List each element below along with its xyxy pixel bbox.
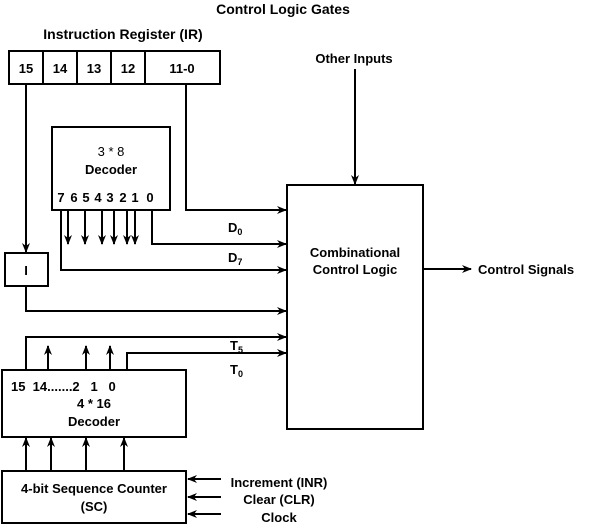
decoder-4x16-subtitle: Decoder bbox=[68, 414, 120, 429]
decoder-3x8-output-6: 6 bbox=[70, 190, 77, 205]
combinational-logic-box bbox=[286, 184, 424, 430]
i-output-wire bbox=[25, 286, 287, 315]
t5-wire bbox=[25, 333, 287, 370]
sc-input-clr: Clear (CLR) bbox=[243, 492, 315, 507]
decoder-3x8-output-3: 3 bbox=[106, 190, 113, 205]
combinational-line2: Control Logic bbox=[313, 262, 398, 277]
combinational-line1: Combinational bbox=[310, 245, 400, 260]
decoder-4x16-title: 4 * 16 bbox=[77, 396, 111, 411]
decoder-3x8-box bbox=[51, 126, 171, 211]
control-signals-label: Control Signals bbox=[478, 262, 574, 277]
sequence-counter-box bbox=[1, 470, 187, 524]
decoder-4x16-outputs: 15 14.......2 1 0 bbox=[11, 379, 116, 394]
decoder-3x8-output-5: 5 bbox=[82, 190, 89, 205]
decoder-3x8-output-7: 7 bbox=[57, 190, 64, 205]
other-inputs-label: Other Inputs bbox=[315, 51, 392, 66]
t0-label: T0 bbox=[230, 362, 243, 379]
i-flipflop-label: I bbox=[24, 263, 28, 278]
t5-label: T5 bbox=[230, 338, 243, 355]
diagram-title: Control Logic Gates bbox=[216, 1, 350, 17]
decoder-3x8-output-2: 2 bbox=[119, 190, 126, 205]
sc-line2: (SC) bbox=[81, 499, 108, 514]
ir-cell-12: 12 bbox=[121, 61, 135, 76]
decoder-3x8-subtitle: Decoder bbox=[85, 162, 137, 177]
ir-cell-13: 13 bbox=[87, 61, 101, 76]
d0-wire bbox=[151, 210, 287, 248]
i-flipflop-box bbox=[4, 252, 49, 287]
sc-input-inr: Increment (INR) bbox=[231, 475, 328, 490]
d7-wire bbox=[60, 210, 287, 274]
sc-line1: 4-bit Sequence Counter bbox=[21, 481, 167, 496]
decoder-4x16-box bbox=[1, 369, 187, 438]
ir-cell-15: 15 bbox=[19, 61, 33, 76]
ir-label: Instruction Register (IR) bbox=[43, 26, 202, 42]
t0-wire bbox=[126, 349, 287, 370]
sc-input-clock: Clock bbox=[261, 510, 297, 525]
ir-cell-14: 14 bbox=[53, 61, 68, 76]
d0-label: D0 bbox=[228, 220, 242, 237]
decoder-3x8-title: 3 * 8 bbox=[98, 144, 125, 159]
decoder-3x8-output-0: 0 bbox=[146, 190, 153, 205]
ir-register bbox=[8, 50, 221, 85]
ir-cell-11-0: 11-0 bbox=[169, 61, 194, 76]
decoder-3x8-output-4: 4 bbox=[94, 190, 102, 205]
ir-address-wire bbox=[185, 84, 287, 214]
d7-label: D7 bbox=[228, 250, 242, 267]
decoder-3x8-output-1: 1 bbox=[131, 190, 138, 205]
